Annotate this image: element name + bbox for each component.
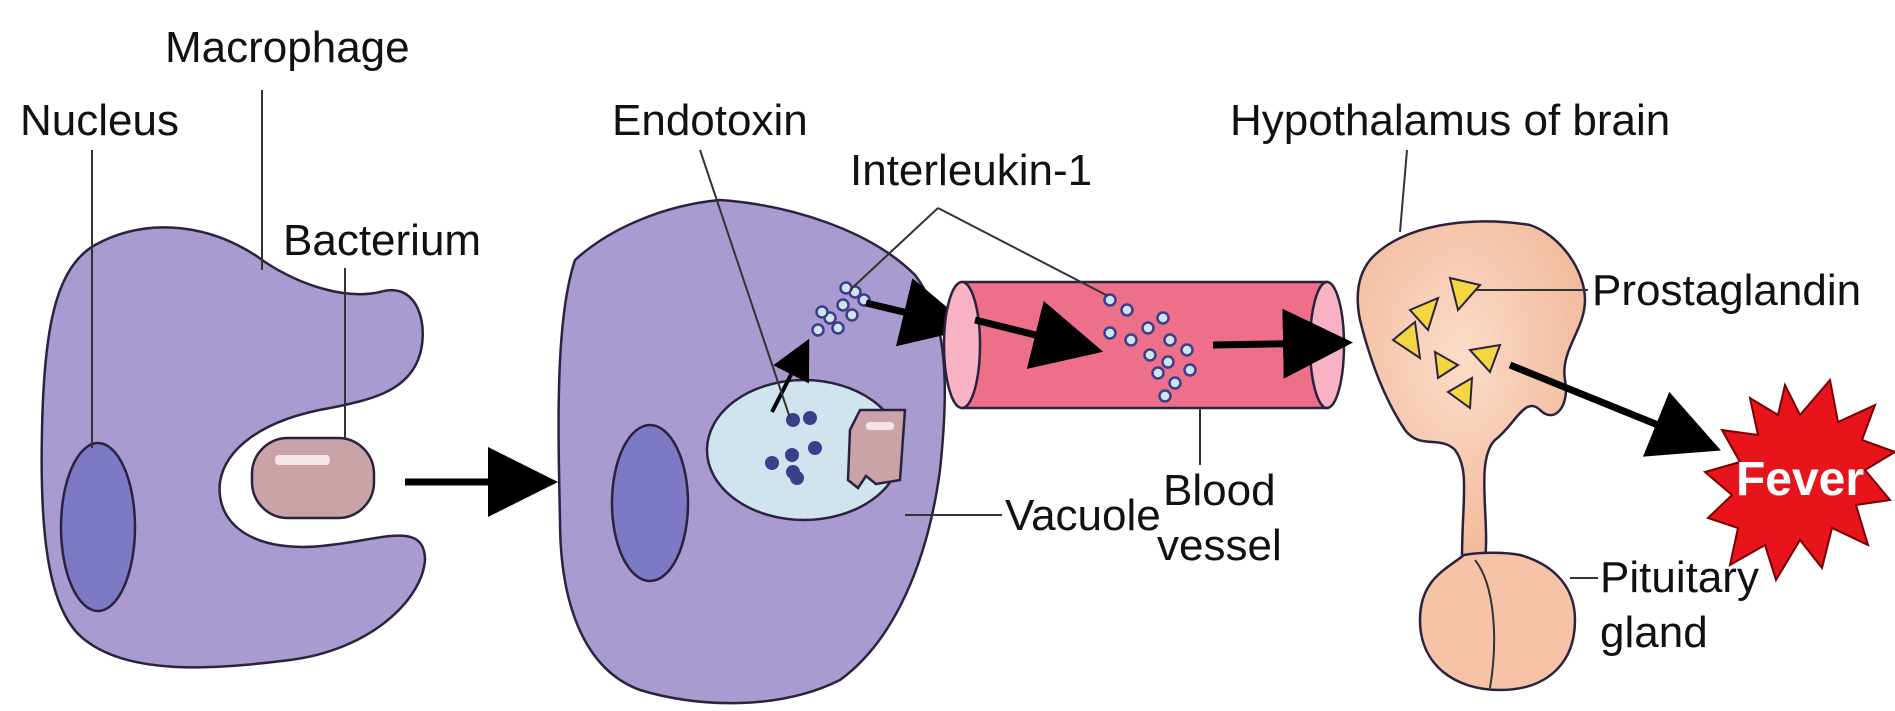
fever-label: Fever (1736, 453, 1864, 506)
pituitary-gland (1420, 553, 1575, 690)
label-macrophage: Macrophage (165, 23, 410, 72)
digested-bacterium (848, 410, 905, 488)
activated-macrophage-panel (559, 200, 945, 703)
label-blood-vessel-line2: vessel (1157, 521, 1282, 570)
digested-bacterium-highlight (866, 422, 894, 430)
arrow-vessel-to-brain (1213, 343, 1325, 345)
label-prostaglandin: Prostaglandin (1592, 266, 1861, 315)
fever-burst: Fever (1705, 380, 1895, 580)
blood-vessel (944, 282, 1344, 408)
label-pituitary-line2: gland (1600, 608, 1708, 657)
label-pituitary-line1: Pituitary (1600, 553, 1759, 602)
activated-macrophage-nucleus (612, 425, 688, 581)
label-nucleus: Nucleus (20, 96, 179, 145)
leader-hypothalamus (1400, 150, 1407, 232)
label-blood-vessel-line1: Blood (1163, 466, 1276, 515)
macrophage-nucleus (61, 443, 135, 611)
label-bacterium: Bacterium (283, 216, 481, 265)
vessel-end-left (944, 282, 980, 408)
label-vacuole: Vacuole (1005, 491, 1161, 540)
label-interleukin: Interleukin-1 (850, 146, 1092, 195)
macrophage-panel (42, 227, 425, 667)
label-hypothalamus: Hypothalamus of brain (1230, 96, 1670, 145)
bacterium (252, 438, 374, 518)
label-endotoxin: Endotoxin (612, 96, 808, 145)
bacterium-highlight (275, 455, 330, 465)
